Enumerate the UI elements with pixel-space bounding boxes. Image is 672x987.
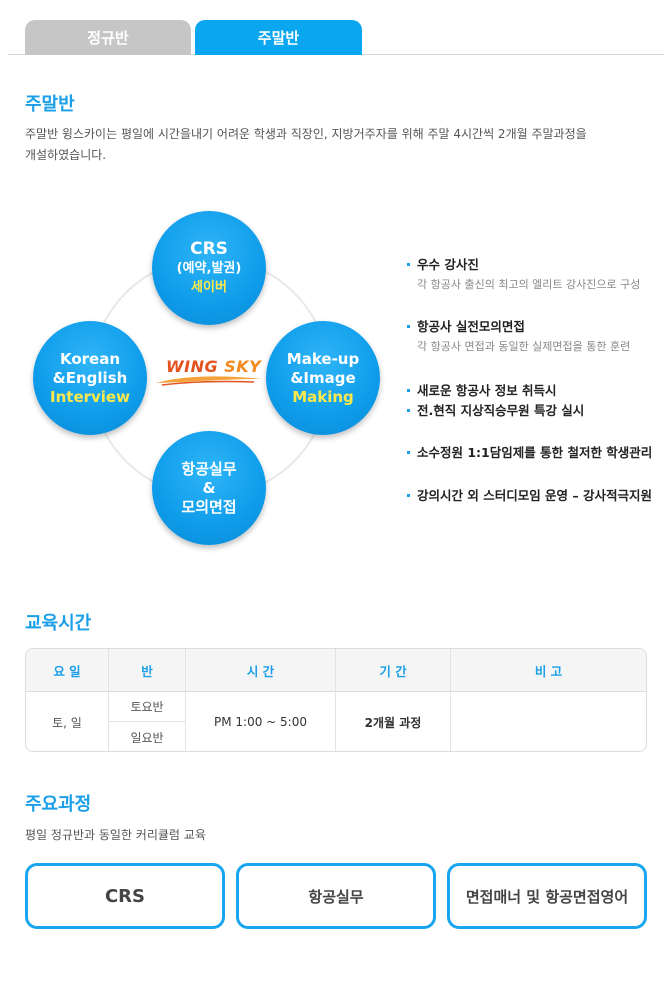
feature-subtitle: 전.현직 지상직승무원 특강 실시	[407, 401, 667, 421]
logo-sky: SKY	[224, 357, 262, 376]
feature-item: 항공사 실전모의면접 각 항공사 면접과 동일한 실제면접을 통한 훈련	[407, 317, 667, 357]
cell-class-sun: 일요반	[109, 722, 186, 751]
circle-makeup-line2: &Image	[290, 368, 356, 387]
feature-item: 강의시간 외 스터디모임 운영 – 강사적극지원	[407, 486, 667, 506]
circle-practice: 항공실무 & 모의면접	[152, 431, 266, 545]
header-time: 시 간	[186, 649, 336, 692]
course-crs-button[interactable]: CRS	[25, 863, 225, 929]
wingsky-logo: WING SKY	[154, 353, 264, 393]
circle-crs-title: CRS	[190, 238, 228, 259]
cell-time: PM 1:00 ~ 5:00	[186, 692, 336, 751]
cell-day: 토, 일	[26, 692, 109, 751]
circle-makeup-line1: Make-up	[286, 349, 360, 368]
feature-title: 새로운 항공사 정보 취득시	[407, 381, 667, 401]
feature-title: 항공사 실전모의면접	[407, 317, 667, 337]
intro-text: 주말반 윙스카이는 평일에 시간을내기 어려운 학생과 직장인, 지방거주자를 …	[25, 124, 587, 166]
table-header: 요 일 반 시 간 기 간 비 고	[26, 649, 646, 692]
logo-text: WING SKY	[166, 357, 261, 376]
cell-class-sat: 토요반	[109, 692, 186, 722]
header-day: 요 일	[26, 649, 109, 692]
feature-item: 소수정원 1:1담임제를 통한 철저한 학생관리	[407, 443, 667, 463]
tab-bar: 정규반 주말반	[8, 20, 664, 55]
feature-title: 소수정원 1:1담임제를 통한 철저한 학생관리	[407, 443, 667, 463]
section-title-courses: 주요과정	[25, 794, 92, 815]
feature-item: 우수 강사진 각 항공사 출신의 최고의 엘리트 강사진으로 구성	[407, 255, 667, 295]
feature-title: 강의시간 외 스터디모임 운영 – 강사적극지원	[407, 486, 667, 506]
circle-makeup: Make-up &Image Making	[266, 321, 380, 435]
feature-title: 우수 강사진	[407, 255, 667, 275]
circle-interview: Korean &English Interview	[33, 321, 147, 435]
courses-desc: 평일 정규반과 동일한 커리큘럼 교육	[25, 828, 206, 842]
feature-subtitle-text: 전.현직 지상직승무원 특강 실시	[417, 403, 585, 418]
header-class: 반	[109, 649, 186, 692]
feature-desc: 각 항공사 면접과 동일한 실제면접을 통한 훈련	[417, 340, 631, 353]
schedule-table: 요 일 반 시 간 기 간 비 고 토, 일 토요반 일요반 PM 1:00 ~…	[25, 648, 647, 752]
circle-crs-sub: (예약,발권)	[176, 260, 242, 276]
circle-practice-line1: 항공실무	[181, 459, 237, 478]
intro-line-2: 개설하였습니다.	[25, 148, 107, 162]
circle-practice-line3: 모의면접	[181, 497, 237, 516]
section-title-schedule: 교육시간	[25, 613, 92, 634]
cell-period: 2개월 과정	[336, 692, 451, 751]
circle-crs: CRS (예약,발권) 세이버	[152, 211, 266, 325]
feature-item: 새로운 항공사 정보 취득시 전.현직 지상직승무원 특강 실시	[407, 381, 667, 421]
header-note: 비 고	[534, 664, 563, 679]
section-title-weekend: 주말반	[25, 94, 75, 115]
feature-desc: 각 항공사 출신의 최고의 엘리트 강사진으로 구성	[417, 278, 641, 291]
circle-interview-line2: &English	[52, 368, 128, 387]
intro-line-1: 주말반 윙스카이는 평일에 시간을내기 어려운 학생과 직장인, 지방거주자를 …	[25, 127, 587, 141]
curriculum-diagram: CRS (예약,발권) 세이버 Korean &English Intervie…	[30, 205, 390, 550]
tab-regular[interactable]: 정규반	[25, 20, 191, 55]
course-interview-button[interactable]: 면접매너 및 항공면접영어	[447, 863, 647, 929]
logo-wing: WING	[166, 357, 219, 376]
circle-practice-line2: &	[202, 478, 216, 497]
course-aviation-button[interactable]: 항공실무	[236, 863, 436, 929]
circle-crs-highlight: 세이버	[191, 279, 227, 295]
tab-weekend[interactable]: 주말반	[195, 20, 362, 55]
cell-note	[451, 692, 646, 751]
circle-interview-highlight: Interview	[50, 387, 130, 406]
circle-interview-line1: Korean	[59, 349, 121, 368]
circle-makeup-highlight: Making	[292, 387, 354, 406]
logo-swoosh-icon	[156, 376, 262, 386]
header-period: 기 간	[336, 649, 451, 692]
